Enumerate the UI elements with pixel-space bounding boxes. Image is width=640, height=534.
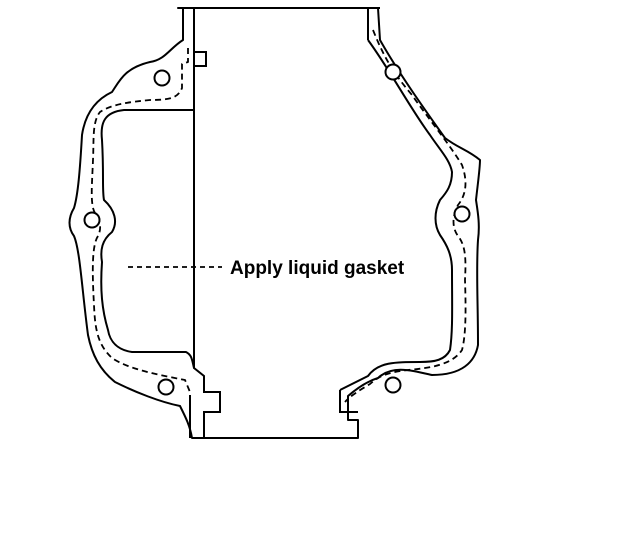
callout-label: Apply liquid gasket <box>230 258 405 279</box>
bolt-hole-middle-left <box>83 211 101 229</box>
bolt-hole-lower-left <box>157 378 175 396</box>
liquid-gasket-bead-right <box>344 29 467 403</box>
opening-right-edge <box>339 39 454 391</box>
bolt-hole-lower-right <box>384 376 402 394</box>
bolt-hole-upper-right <box>384 63 402 81</box>
lower-right-tab <box>339 390 358 413</box>
lower-left-tab <box>193 367 221 438</box>
bolt-hole-upper-left <box>153 69 171 87</box>
upper-left-tab <box>194 51 207 67</box>
liquid-gasket-bead <box>90 48 191 393</box>
bolt-hole-middle-right <box>453 205 471 223</box>
gasket-inner-outline <box>100 109 195 369</box>
gasket-outer-outline <box>68 7 481 439</box>
